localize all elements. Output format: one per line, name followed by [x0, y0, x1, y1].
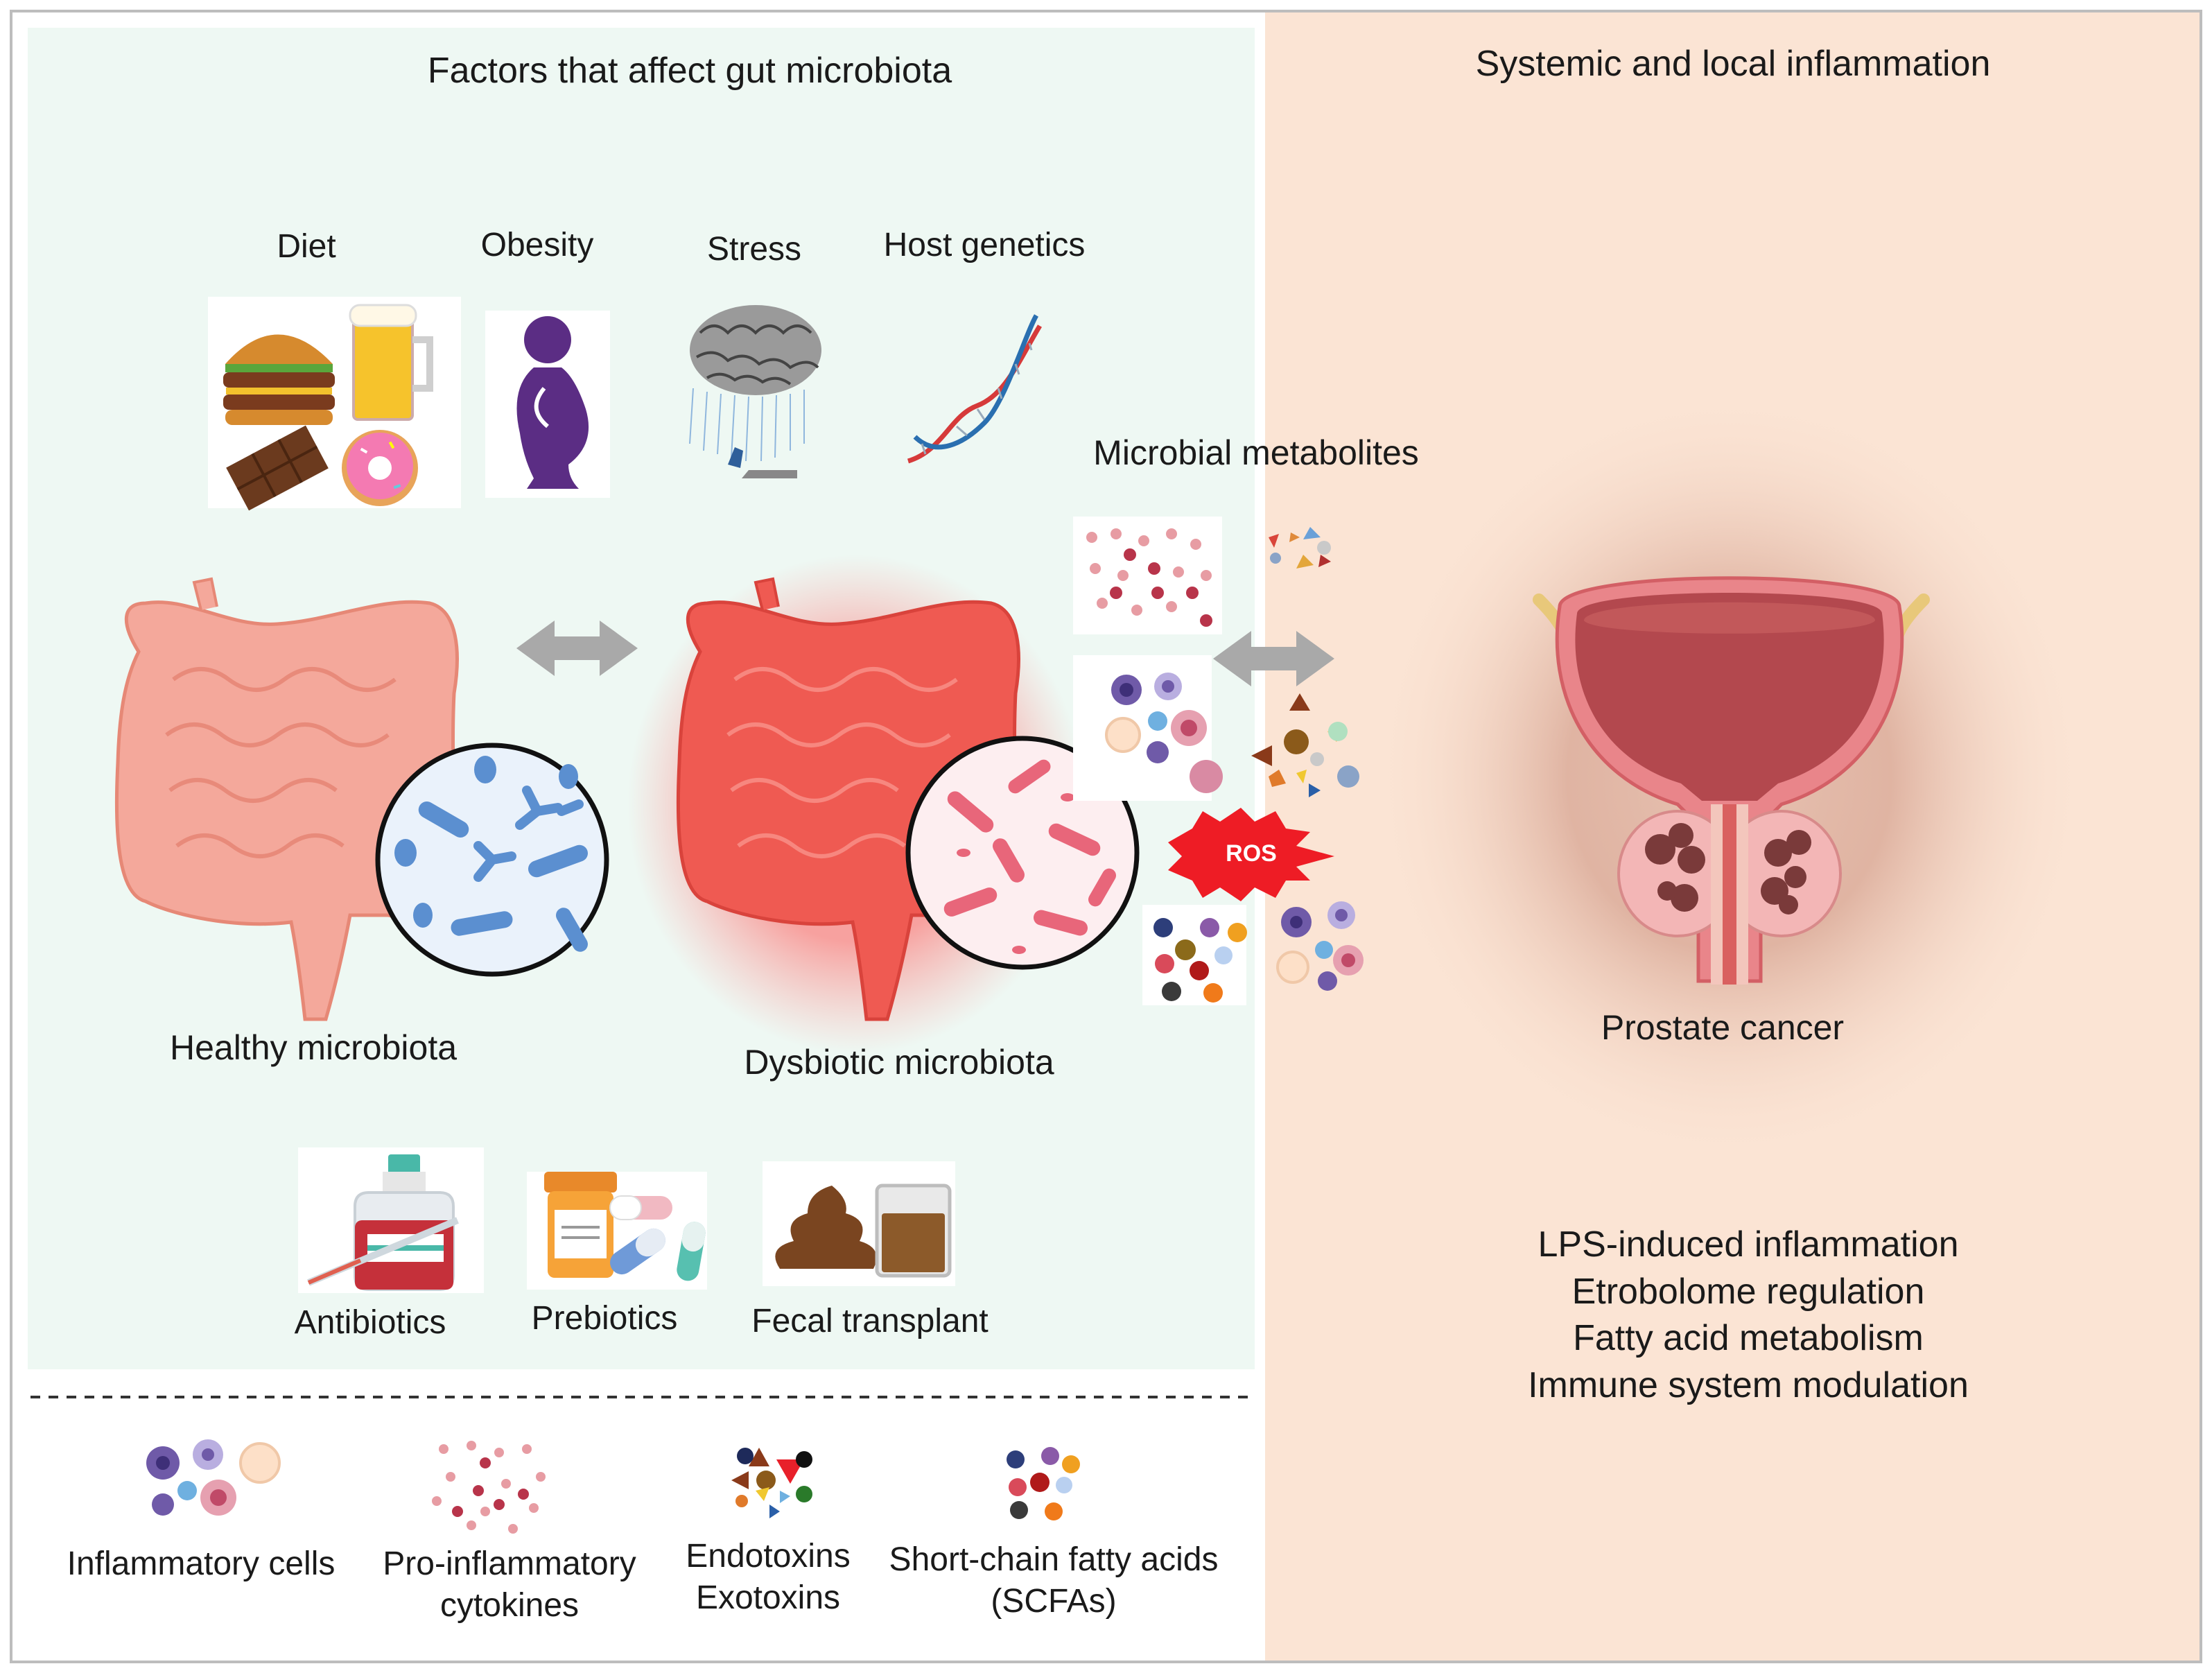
outcome-list: LPS-induced inflammation Etrobolome regu…	[1528, 1222, 1969, 1409]
outcome-estrobolome-regulation: Etrobolome regulation	[1571, 1271, 1925, 1312]
outcome-immune-modulation: Immune system modulation	[1528, 1364, 1969, 1405]
legend-label-toxins-line1: Endotoxins	[686, 1538, 851, 1575]
legend-label-cytokines: Pro-inflammatory cytokines	[383, 1543, 636, 1627]
factor-label-host-genetics: Host genetics	[883, 227, 1086, 263]
factor-label-diet: Diet	[277, 228, 336, 265]
legend-toxins-icon	[731, 1448, 812, 1518]
scfa-cluster-icon	[1142, 905, 1247, 1005]
right-panel-title: Systemic and local inflammation	[1475, 44, 1991, 84]
obesity-icon	[485, 311, 610, 498]
outcome-fatty-acid-metabolism: Fatty acid metabolism	[1573, 1318, 1924, 1359]
left-panel-title: Factors that affect gut microbiota	[427, 51, 952, 91]
antibiotics-icon	[298, 1147, 484, 1293]
factor-label-stress: Stress	[706, 231, 802, 268]
toxins-cluster-icon	[1269, 527, 1331, 569]
fecal-transplant-icon	[763, 1161, 955, 1286]
legend-label-scfas-line2: (SCFAs)	[991, 1583, 1117, 1620]
legend-label-inflammatory-cells-line1: Inflammatory cells	[67, 1545, 336, 1582]
healthy-dysbiotic-double-arrow	[516, 621, 638, 676]
dna-icon	[907, 314, 1043, 464]
ros-label: ROS	[1226, 840, 1277, 867]
healthy-microbiota-label: Healthy microbiota	[169, 1028, 458, 1067]
ros-burst-icon	[1168, 808, 1334, 901]
legend-label-toxins-line2: Exotoxins	[695, 1579, 841, 1616]
prostate-bladder-illustration	[1369, 388, 2090, 1165]
cytokines-cluster-icon	[1073, 517, 1222, 634]
legend-inflammatory-cells-icon	[146, 1439, 281, 1516]
intervention-label-antibiotics: Antibiotics	[294, 1304, 446, 1341]
prebiotics-icon	[527, 1172, 707, 1290]
factor-label-obesity: Obesity	[480, 227, 594, 263]
legend-cytokines-icon	[432, 1441, 546, 1534]
inflammatory-cells-cluster-icon-2	[1276, 901, 1364, 991]
intervention-label-prebiotics: Prebiotics	[531, 1300, 678, 1337]
dysbiotic-microbiota-label: Dysbiotic microbiota	[744, 1043, 1054, 1082]
legend-label-cytokines-line2: cytokines	[439, 1587, 580, 1624]
legend-label-scfas: Short-chain fatty acids (SCFAs)	[889, 1539, 1219, 1622]
endotoxins-cluster-icon	[1251, 693, 1359, 797]
healthy-microbiota-magnifier	[375, 743, 609, 977]
microbial-metabolites-label: Microbial metabolites	[1093, 433, 1419, 472]
legend-label-cytokines-line1: Pro-inflammatory	[383, 1545, 636, 1582]
prostate-cancer-label: Prostate cancer	[1601, 1008, 1845, 1047]
outcome-lps-inflammation: LPS-induced inflammation	[1538, 1224, 1959, 1265]
metabolites-double-arrow	[1213, 631, 1334, 686]
legend-label-inflammatory-cells: Inflammatory cells	[67, 1543, 336, 1585]
stress-brain-icon	[689, 305, 821, 478]
inflammatory-cells-cluster-icon	[1073, 655, 1223, 801]
diet-icon	[208, 297, 461, 511]
legend-scfa-icon	[1007, 1447, 1080, 1520]
legend-label-toxins: Endotoxins Exotoxins	[686, 1536, 851, 1619]
legend-label-scfas-line1: Short-chain fatty acids	[889, 1541, 1219, 1578]
intervention-label-fecal-transplant: Fecal transplant	[751, 1303, 989, 1340]
